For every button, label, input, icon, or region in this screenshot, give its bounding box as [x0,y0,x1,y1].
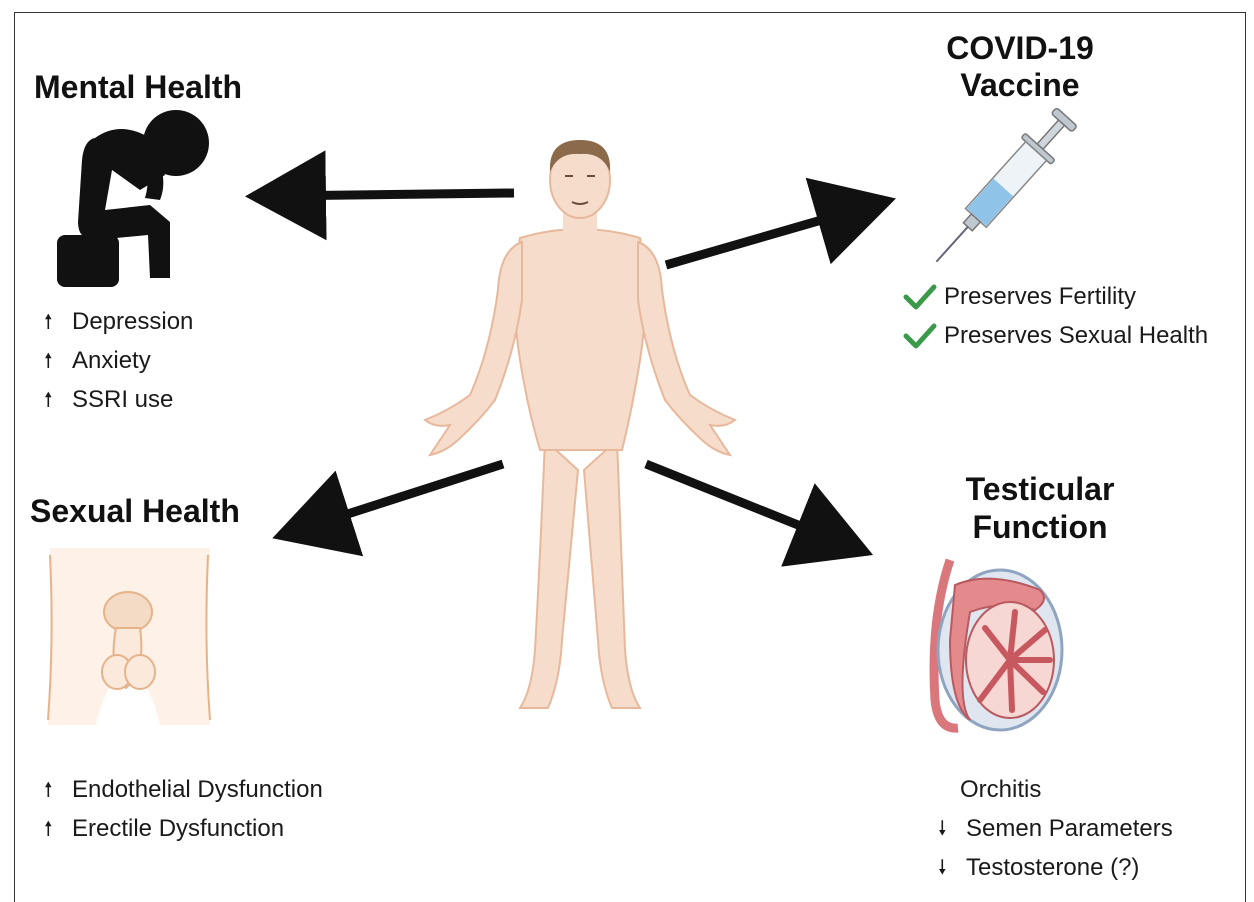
down-arrow-icon: 🠗 [938,815,960,843]
up-arrow-icon: 🠕 [44,386,66,414]
item-label: Preserves Fertility [944,283,1136,311]
up-arrow-icon: 🠕 [44,347,66,375]
up-arrow-icon: 🠕 [44,815,66,843]
distressed-person-icon [57,110,209,287]
arrow-to-testicular-function [646,464,848,545]
testicular-function-title-line1: Testicular [950,470,1130,508]
mental-health-item: 🠕 Anxiety [44,347,151,375]
testicular-function-title-line2: Function [950,508,1130,546]
arrow-to-mental-health [272,193,514,196]
covid-vaccine-title-line1: COVID-19 [940,29,1100,67]
arrow-to-covid-vaccine [666,206,870,265]
human-body-figure [425,142,735,708]
testicular-function-item: Orchitis [960,776,1041,804]
testicular-function-item: 🠗 Semen Parameters [938,815,1173,843]
up-arrow-icon: 🠕 [44,776,66,804]
testis-anatomy-icon [934,560,1062,730]
up-arrow-icon: 🠕 [44,308,66,336]
sexual-health-item: 🠕 Endothelial Dysfunction [44,776,323,804]
covid-vaccine-item: Preserves Sexual Health [944,322,1208,350]
syringe-icon [922,103,1082,275]
item-label: Anxiety [72,347,151,375]
male-groin-icon [48,548,210,725]
item-label: Orchitis [960,776,1041,804]
item-label: Endothelial Dysfunction [72,776,323,804]
arrow-to-sexual-health [298,464,503,530]
testicular-function-item: 🠗 Testosterone (?) [938,854,1139,882]
item-label: SSRI use [72,386,173,414]
mental-health-item: 🠕 SSRI use [44,386,173,414]
check-icon-fertility [906,287,934,307]
mental-health-item: 🠕 Depression [44,308,193,336]
covid-vaccine-item: Preserves Fertility [944,283,1136,311]
mental-health-title: Mental Health [34,68,242,106]
item-label: Preserves Sexual Health [944,322,1208,350]
item-label: Semen Parameters [966,815,1173,843]
item-label: Depression [72,308,193,336]
item-label: Erectile Dysfunction [72,815,284,843]
check-icon-sexual-health [906,326,934,346]
down-arrow-icon: 🠗 [938,854,960,882]
sexual-health-title: Sexual Health [30,492,240,530]
sexual-health-item: 🠕 Erectile Dysfunction [44,815,284,843]
item-label: Testosterone (?) [966,854,1139,882]
covid-vaccine-title-line2: Vaccine [940,66,1100,104]
